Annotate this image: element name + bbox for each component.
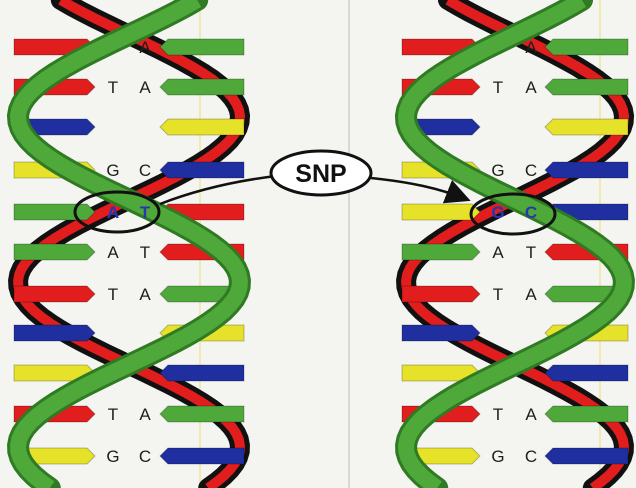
base-letter: T — [108, 285, 118, 304]
base-letter: T — [108, 78, 118, 97]
base-letter: A — [139, 405, 151, 424]
base-letter: T — [526, 243, 536, 262]
snp-base-letter: C — [525, 203, 537, 222]
base-letter: T — [493, 285, 503, 304]
base-letter: A — [139, 78, 151, 97]
base-bar-green — [14, 244, 95, 260]
base-bar-green — [160, 39, 244, 55]
base-letter: A — [107, 243, 119, 262]
snp-base-letter: A — [107, 203, 119, 222]
base-letter: A — [525, 285, 537, 304]
base-bar-blue — [14, 325, 95, 341]
base-bar-yellow — [160, 119, 244, 135]
base-bar-green — [545, 39, 628, 55]
base-bar-blue — [545, 365, 628, 381]
base-bar-blue — [160, 365, 244, 381]
base-letter: A — [139, 285, 151, 304]
base-bar-blue — [402, 325, 480, 341]
base-letter: A — [525, 405, 537, 424]
base-letter: G — [106, 161, 119, 180]
snp-base-letter: G — [491, 203, 504, 222]
base-bar-green — [402, 244, 480, 260]
base-bar-blue — [160, 162, 244, 178]
base-bar-green — [160, 79, 244, 95]
base-bar-green — [545, 406, 628, 422]
base-bar-green — [160, 406, 244, 422]
base-letter: T — [493, 78, 503, 97]
base-letter: C — [525, 161, 537, 180]
base-letter: C — [139, 161, 151, 180]
base-letter: G — [491, 447, 504, 466]
base-bar-blue — [545, 448, 628, 464]
base-bar-yellow — [402, 204, 480, 220]
base-letter: C — [139, 447, 151, 466]
base-letter: G — [106, 447, 119, 466]
base-letter: A — [525, 78, 537, 97]
base-bar-red — [14, 286, 95, 302]
base-bar-yellow — [545, 119, 628, 135]
base-letter: A — [492, 243, 504, 262]
base-bar-green — [545, 79, 628, 95]
base-bar-blue — [545, 162, 628, 178]
base-bar-red — [402, 286, 480, 302]
base-letter: T — [108, 405, 118, 424]
snp-highlight-oval — [471, 194, 555, 234]
snp-base-letter: T — [140, 203, 151, 222]
base-letter: T — [493, 405, 503, 424]
snp-label: SNP — [295, 160, 346, 188]
base-letter: T — [140, 243, 150, 262]
base-bar-blue — [160, 448, 244, 464]
base-letter: C — [525, 447, 537, 466]
